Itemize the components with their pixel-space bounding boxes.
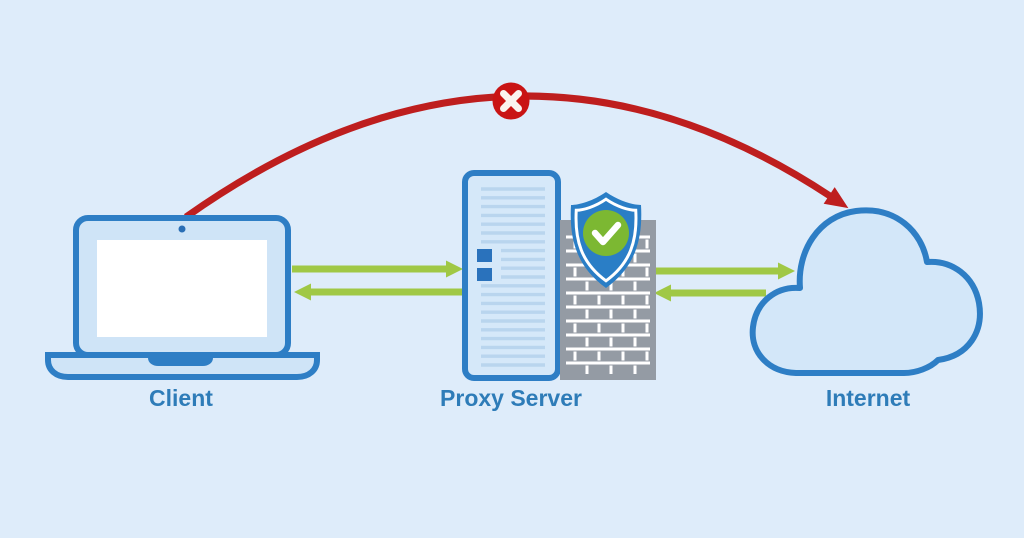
cloud-body: [749, 207, 983, 376]
shield-inner-outline: [574, 197, 638, 283]
x-stroke: [500, 90, 522, 112]
shield-check-icon: [570, 192, 642, 288]
server-indicator-square: [477, 268, 492, 281]
proxy-server-label: Proxy Server: [440, 385, 582, 411]
blocked-x-icon: [492, 82, 530, 120]
cloud-icon: [749, 207, 983, 376]
internet-label: Internet: [826, 385, 911, 411]
check-mark: [591, 221, 622, 246]
laptop-base-notch: [148, 353, 213, 366]
check-circle: [583, 210, 629, 256]
server-indicator-square: [477, 249, 492, 262]
laptop-screen: [97, 240, 267, 337]
server-vent-lines: [481, 187, 545, 367]
laptop-webcam-dot: [178, 225, 186, 233]
laptop-icon: [45, 215, 320, 380]
server-icon: [462, 170, 561, 381]
client-label: Client: [149, 385, 213, 411]
